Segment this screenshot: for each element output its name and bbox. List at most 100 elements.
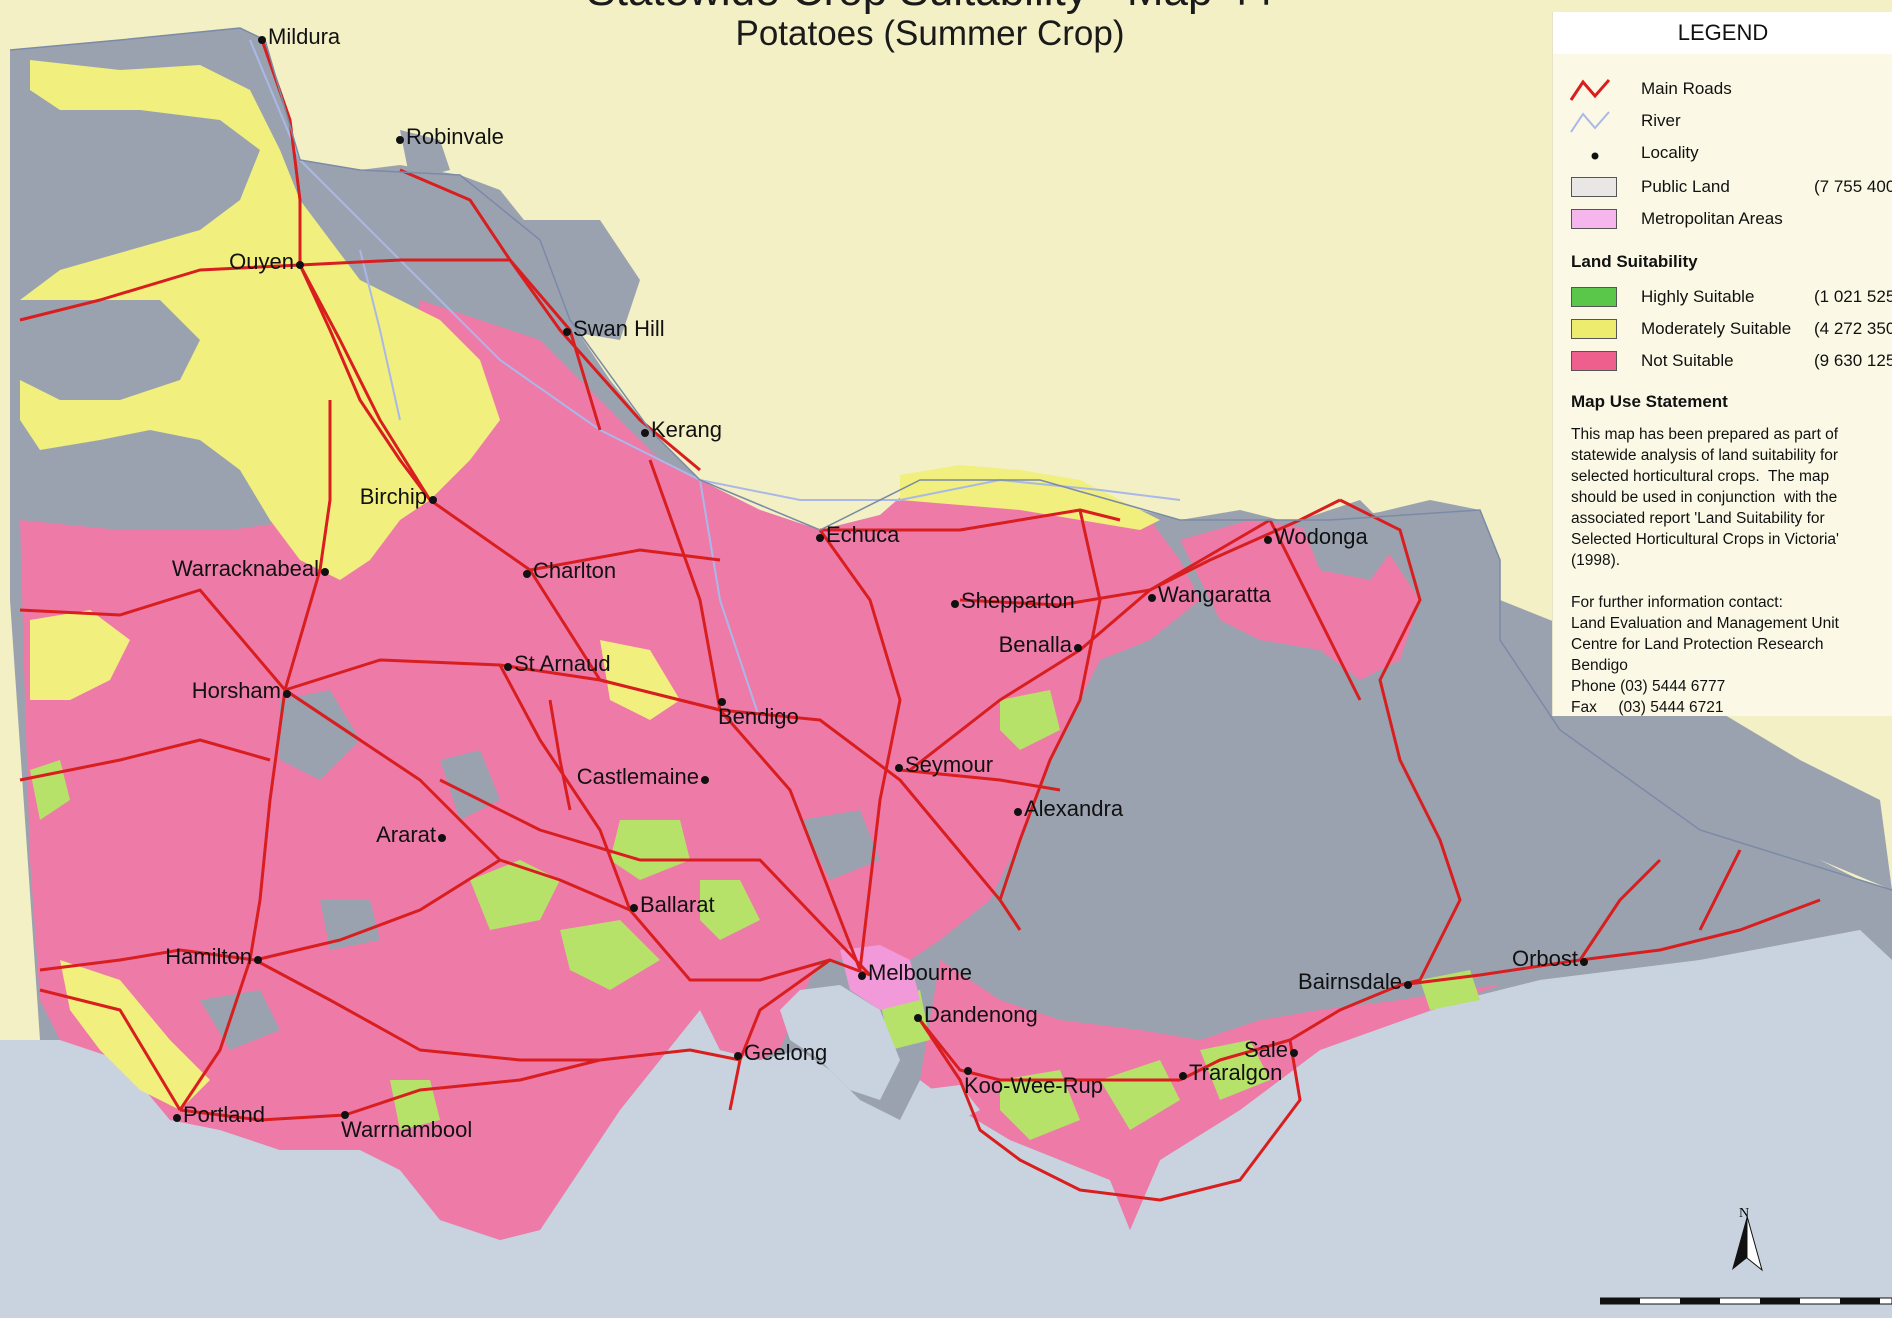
locality-dot	[641, 429, 649, 437]
main-roads-icon	[1569, 79, 1611, 101]
town-label: Kerang	[651, 417, 722, 442]
locality-dot	[1014, 808, 1022, 816]
town-label: Wodonga	[1274, 524, 1368, 549]
town-label: Warrnambool	[341, 1117, 473, 1142]
map-use-statement: This map has been prepared as part of st…	[1571, 426, 1840, 569]
north-arrow-icon	[1732, 1215, 1763, 1272]
contact-info: For further information contact: Land Ev…	[1571, 594, 1839, 716]
legend-label-public: Public Land	[1641, 177, 1730, 196]
locality-dot	[438, 834, 446, 842]
legend-label-moderate: Moderately Suitable	[1641, 319, 1792, 338]
locality-dot	[914, 1014, 922, 1022]
map-subtitle: Potatoes (Summer Crop)	[735, 14, 1125, 53]
legend-area-high: (1 021 525	[1814, 287, 1892, 306]
town-label: Traralgon	[1189, 1060, 1283, 1085]
legend-label-roads: Main Roads	[1641, 79, 1732, 98]
locality-dot	[630, 904, 638, 912]
moderate-west	[30, 610, 130, 700]
locality-dot	[429, 496, 437, 504]
locality-dot	[563, 328, 571, 336]
town-label: Charlton	[533, 558, 617, 583]
town-label: Wangaratta	[1158, 582, 1271, 607]
locality-dot	[396, 136, 404, 144]
town-label: Sale	[1243, 1037, 1288, 1062]
not-suitable-gippsland	[920, 960, 1500, 1230]
locality-dot	[296, 261, 304, 269]
town-label: Robinvale	[406, 124, 504, 149]
public-land-patches	[10, 110, 1892, 1050]
locality-dot	[341, 1111, 349, 1119]
locality-dot	[1074, 644, 1082, 652]
locality-dot	[858, 972, 866, 980]
town-label: Portland	[183, 1102, 265, 1127]
locality-dot	[283, 690, 291, 698]
locality-dot	[173, 1114, 181, 1122]
legend-label-not: Not Suitable	[1641, 351, 1734, 370]
north-label: N	[1739, 1206, 1750, 1221]
locality-dot	[258, 36, 266, 44]
locality-dot	[701, 776, 709, 784]
legend-area-moderate: (4 272 350	[1814, 319, 1892, 338]
town-label: Benalla	[998, 632, 1072, 657]
not-suitable-swatch	[1571, 351, 1617, 371]
locality-dot	[734, 1052, 742, 1060]
moderate-mallee	[20, 60, 500, 580]
town-label: Hamilton	[165, 944, 252, 969]
town-label: Shepparton	[961, 588, 1075, 613]
town-label: Geelong	[744, 1040, 828, 1065]
river-icon	[1570, 111, 1610, 133]
locality-dot	[1148, 594, 1156, 602]
locality-dot	[321, 568, 329, 576]
town-label: Echuca	[826, 522, 900, 547]
locality-dot	[951, 600, 959, 608]
map-title: Statewide Crop Suitability - Map 44	[500, 0, 1360, 16]
town-label: Ouyen	[229, 249, 294, 274]
locality-dot	[1264, 536, 1272, 544]
town-label: Birchip	[359, 484, 427, 509]
town-label: Alexandra	[1024, 796, 1124, 821]
town-label: Warracknabeal	[171, 556, 319, 581]
legend-area-public: (7 755 400	[1814, 177, 1892, 196]
not-suitable-region	[20, 360, 1200, 1240]
moderate-central	[600, 640, 680, 720]
locality-dot	[1290, 1049, 1298, 1057]
locality-dot-icon	[1591, 152, 1599, 160]
scale-bar	[1600, 1297, 1892, 1305]
legend-title: LEGEND	[1553, 12, 1892, 54]
town-label: Castlemaine	[576, 764, 699, 789]
legend-label-river: River	[1641, 111, 1681, 130]
port-phillip-bay	[780, 985, 900, 1100]
town-label: Ballarat	[640, 892, 715, 917]
state-border	[9, 27, 1892, 891]
suitability-heading: Land Suitability	[1571, 252, 1698, 271]
legend-area-not: (9 630 125	[1814, 351, 1892, 370]
highly-suitable-patches	[30, 690, 1480, 1140]
ocean	[0, 930, 1892, 1318]
legend-label-metro: Metropolitan Areas	[1641, 209, 1783, 228]
town-label: Ararat	[376, 822, 436, 847]
town-label: Seymour	[905, 752, 994, 777]
town-label: Bairnsdale	[1298, 969, 1402, 994]
locality-dot	[504, 663, 512, 671]
locality-dot	[964, 1067, 972, 1075]
town-label: Swan Hill	[573, 316, 665, 341]
town-label: Melbourne	[868, 960, 972, 985]
town-label: Dandenong	[924, 1002, 1038, 1027]
metro-swatch	[1571, 209, 1617, 229]
map-use-heading: Map Use Statement	[1571, 392, 1728, 411]
town-label: Mildura	[268, 24, 341, 49]
locality-dot	[1179, 1072, 1187, 1080]
legend-label-locality: Locality	[1641, 143, 1699, 162]
locality-dot	[718, 698, 726, 706]
town-label: Koo-Wee-Rup	[964, 1073, 1103, 1098]
locality-dot	[816, 534, 824, 542]
locality-dot	[523, 570, 531, 578]
town-label: St Arnaud	[514, 651, 611, 676]
moderately-suitable-swatch	[1571, 319, 1617, 339]
legend-panel: LEGEND Main Roads River Locality Public …	[1552, 12, 1892, 716]
highly-suitable-swatch	[1571, 287, 1617, 307]
locality-dot	[895, 764, 903, 772]
locality-dot	[1580, 958, 1588, 966]
legend-label-high: Highly Suitable	[1641, 287, 1755, 306]
